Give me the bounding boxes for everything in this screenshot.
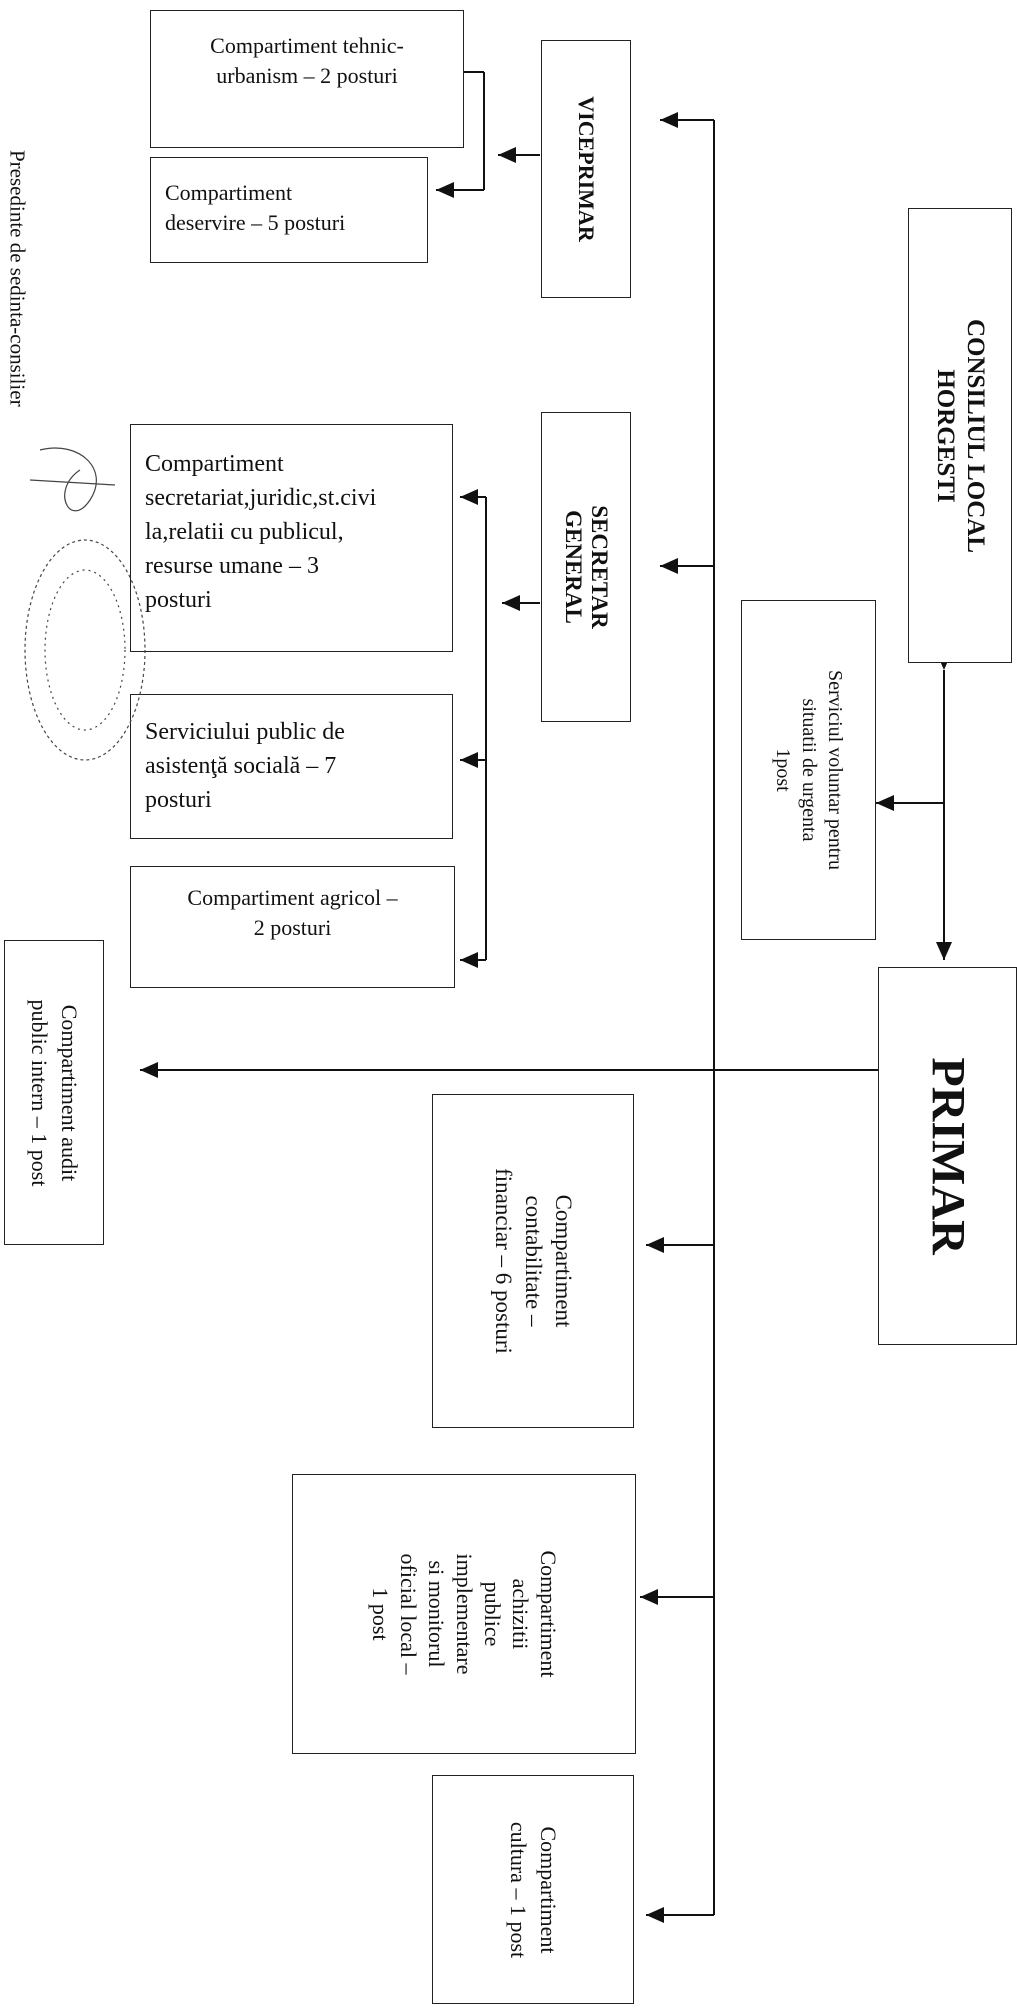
stamp-circle: [24, 539, 146, 761]
primar-box: PRIMAR: [878, 967, 1017, 1345]
achizitii-box: Compartiment achizitii publice implement…: [292, 1474, 636, 1754]
contabilitate-box: Compartiment contabilitate – financiar –…: [432, 1094, 634, 1428]
asistenta-box: Serviciului public de asistenţă socială …: [130, 694, 453, 839]
viceprimar-label: VICEPRIMAR: [574, 96, 599, 242]
secretar-general-label: SECRETAR GENERAL: [561, 505, 612, 629]
cultura-box: Compartiment cultura – 1 post: [432, 1775, 634, 2004]
cultura-label: Compartiment cultura – 1 post: [506, 1821, 561, 1958]
deservire-box: Compartiment deservire – 5 posturi: [150, 157, 428, 263]
tehnic-box: Compartiment tehnic- urbanism – 2 postur…: [150, 10, 464, 148]
secretariat-box: Compartiment secretariat,juridic,st.civi…: [130, 424, 453, 652]
consiliu-local-label: CONSILIUL LOCAL HORGESTI: [932, 318, 989, 553]
signature-scribble: [39, 447, 97, 512]
secretar-general-box: SECRETAR GENERAL: [541, 412, 631, 722]
audit-box: Compartiment audit public intern – 1 pos…: [4, 940, 104, 1245]
contabilitate-label: Compartiment contabilitate – financiar –…: [491, 1168, 576, 1354]
consiliu-local-box: CONSILIUL LOCAL HORGESTI: [908, 208, 1012, 663]
voluntar-label: Serviciul voluntar pentru situatii de ur…: [771, 670, 846, 870]
agricol-box: Compartiment agricol – 2 posturi: [130, 866, 455, 988]
viceprimar-box: VICEPRIMAR: [541, 40, 631, 298]
voluntar-box: Serviciul voluntar pentru situatii de ur…: [741, 600, 876, 940]
achizitii-label: Compartiment achizitii publice implement…: [368, 1550, 561, 1678]
stamp-seal-graphic: [24, 447, 146, 761]
primar-label: PRIMAR: [921, 1057, 974, 1255]
